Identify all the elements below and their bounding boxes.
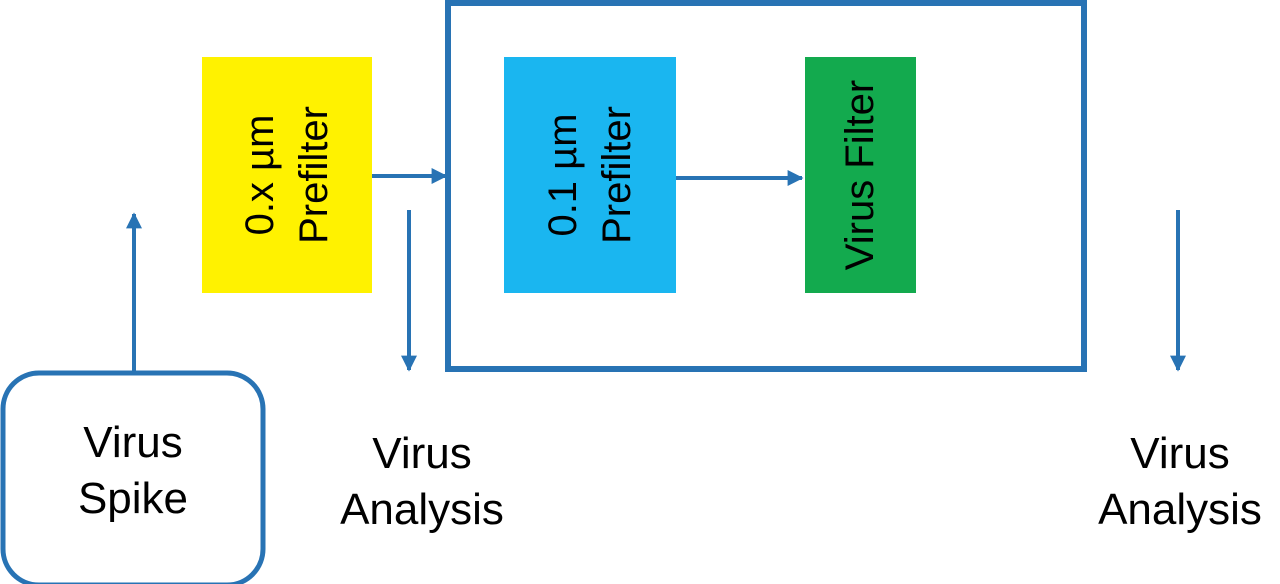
filtration-train-box — [445, 0, 1087, 372]
virus-analysis-2-label: Virus Analysis — [1080, 426, 1280, 538]
prefilter-coarse-block: 0.x µm Prefilter — [202, 57, 372, 293]
prefilter-coarse-label: 0.x µm Prefilter — [233, 106, 341, 244]
virus-filter-label: Virus Filter — [834, 80, 888, 270]
prefilter-fine-line2: Prefilter — [595, 106, 639, 244]
virus-spike-box — [0, 370, 266, 584]
prefilter-fine-line1: 0.1 µm — [541, 113, 585, 237]
virus-filter-block: Virus Filter — [805, 57, 916, 293]
prefilter-fine-label: 0.1 µm Prefilter — [536, 106, 644, 244]
prefilter-coarse-line1: 0.x µm — [238, 114, 282, 236]
virus-analysis-1-label: Virus Analysis — [312, 426, 532, 538]
prefilter-coarse-line2: Prefilter — [292, 106, 336, 244]
prefilter-fine-block: 0.1 µm Prefilter — [504, 57, 676, 293]
virus-spike-label: Virus Spike — [3, 415, 263, 527]
virus-analysis-1-line2: Analysis — [340, 485, 504, 534]
virus-spike-line1: Virus — [83, 418, 183, 467]
virus-analysis-1-line1: Virus — [372, 429, 472, 478]
virus-spike-line2: Spike — [77, 474, 189, 523]
virus-analysis-2-line2: Analysis — [1098, 485, 1262, 534]
virus-filter-text: Virus Filter — [838, 79, 883, 271]
virus-analysis-2-line1: Virus — [1130, 429, 1230, 478]
